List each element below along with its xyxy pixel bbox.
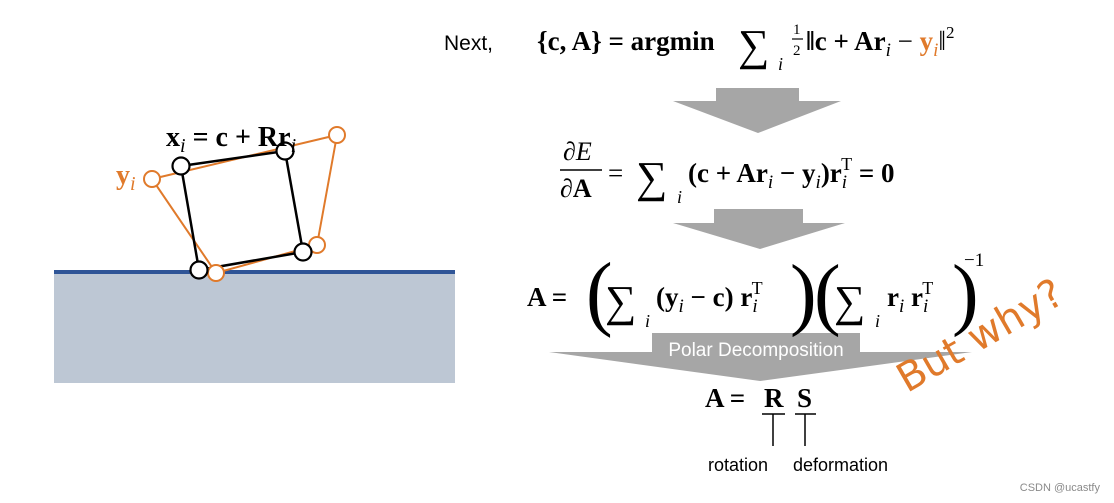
grad-body: (c + Ari − yi)riT = 0	[688, 154, 894, 193]
down-arrow	[673, 209, 845, 249]
fitted-point	[275, 141, 295, 161]
sum-symbol: ∑	[605, 277, 636, 326]
polar-a: A =	[705, 383, 745, 413]
fitted-point	[171, 156, 191, 176]
paren-open: (	[814, 250, 841, 338]
target-point	[207, 264, 225, 282]
watermark: CSDN @ucastfy	[1019, 482, 1100, 494]
sum-symbol: ∑	[636, 153, 667, 202]
sum-symbol: ∑	[738, 21, 769, 70]
sum-index: i	[778, 54, 783, 74]
sum-index: i	[645, 311, 650, 331]
grad-den: ∂A	[560, 174, 592, 203]
fitted-shape	[179, 149, 305, 272]
solve-lhs: A =	[527, 282, 567, 312]
rotation-label: rotation	[708, 455, 768, 475]
deformation-label: deformation	[793, 455, 888, 475]
target-point	[328, 126, 346, 144]
paren-open: (	[586, 245, 613, 338]
polar-s: S	[797, 383, 812, 413]
solve-first: (yi − c) riT	[656, 278, 763, 317]
inverse-exponent: −1	[964, 250, 984, 271]
grad-eq: =	[608, 158, 623, 188]
next-label: Next,	[444, 32, 493, 55]
diagram-y-label: yi	[116, 160, 136, 195]
grad-num: ∂E	[563, 137, 592, 166]
solve-second: ri riT	[887, 278, 933, 317]
target-point	[143, 170, 161, 188]
fitted-point	[293, 242, 313, 262]
sum-symbol: ∑	[834, 277, 865, 326]
argmin-equation: {c, A} = argmin	[537, 26, 715, 56]
argmin-rhs: ‖c + Ari − yi‖2	[806, 23, 955, 61]
down-arrow	[673, 88, 841, 133]
sum-index: i	[875, 311, 880, 331]
half-den: 2	[793, 43, 801, 59]
polar-arrow	[549, 333, 972, 381]
paren-close: )	[790, 250, 817, 338]
polar-r: R	[764, 383, 784, 413]
half-num: 1	[793, 22, 801, 38]
polar-label: Polar Decomposition	[668, 340, 843, 361]
fitted-point	[189, 260, 209, 280]
ground-block	[54, 272, 455, 383]
diagram-x-label: xi = c + Rri	[166, 122, 296, 157]
paren-close: )	[952, 250, 979, 338]
sum-index: i	[677, 187, 682, 207]
